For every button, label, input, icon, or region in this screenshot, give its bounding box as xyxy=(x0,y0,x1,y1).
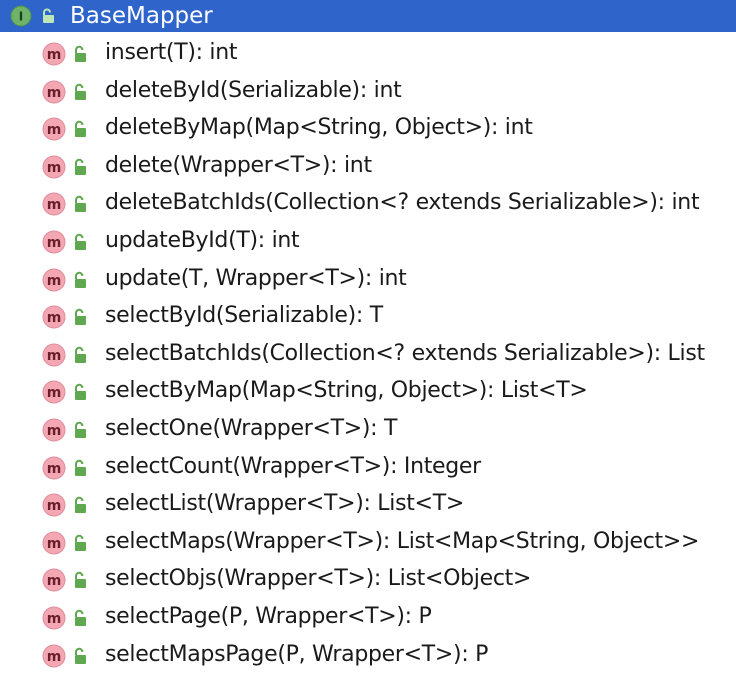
tree-node-label: BaseMapper xyxy=(70,3,213,29)
lock-icon xyxy=(75,309,86,326)
svg-text:m: m xyxy=(47,160,62,176)
svg-text:m: m xyxy=(47,611,62,627)
method-item[interactable]: m selectList(Wrapper<T>): List<T> xyxy=(0,485,736,523)
method-icon: m xyxy=(42,531,66,555)
lock-icon xyxy=(75,534,86,551)
method-icon: m xyxy=(42,42,66,66)
method-item[interactable]: m selectObjs(Wrapper<T>): List<Object> xyxy=(0,560,736,598)
lock-icon xyxy=(75,45,86,62)
method-icon: m xyxy=(42,456,66,480)
lock-icon xyxy=(75,497,86,514)
lock-icon xyxy=(75,158,86,175)
method-item[interactable]: m selectPage(P, Wrapper<T>): P xyxy=(0,598,736,636)
method-label: update(T, Wrapper<T>): int xyxy=(105,265,407,291)
method-label: deleteById(Serializable): int xyxy=(105,77,402,103)
svg-text:m: m xyxy=(47,235,62,251)
method-item[interactable]: m update(T, Wrapper<T>): int xyxy=(0,260,736,298)
svg-text:m: m xyxy=(47,649,62,665)
method-item[interactable]: m insert(T): int xyxy=(0,34,736,72)
method-label: selectPage(P, Wrapper<T>): P xyxy=(105,603,432,629)
method-list: m insert(T): int m deleteById(Serializable)… xyxy=(0,34,736,673)
method-label: updateById(T): int xyxy=(105,227,300,253)
method-item[interactable]: m delete(Wrapper<T>): int xyxy=(0,147,736,185)
method-label: insert(T): int xyxy=(105,40,238,65)
method-label: selectOne(Wrapper<T>): T xyxy=(105,415,398,441)
svg-text:m: m xyxy=(47,573,62,589)
svg-text:m: m xyxy=(47,423,62,439)
lock-icon xyxy=(75,121,86,138)
method-icon: m xyxy=(42,380,66,404)
method-icon: m xyxy=(42,568,66,592)
lock-icon xyxy=(75,609,86,626)
method-icon: m xyxy=(42,230,66,254)
method-label: selectBatchIds(Collection<? extends Seri… xyxy=(105,340,705,366)
lock-icon xyxy=(43,8,54,23)
method-icon: m xyxy=(42,305,66,329)
svg-text:m: m xyxy=(47,498,62,514)
svg-text:I: I xyxy=(19,10,23,24)
method-label: selectList(Wrapper<T>): List<T> xyxy=(105,491,464,517)
method-label: delete(Wrapper<T>): int xyxy=(105,152,372,178)
method-icon: m xyxy=(42,80,66,104)
method-icon: m xyxy=(42,644,66,667)
method-label: deleteByMap(Map<String, Object>): int xyxy=(105,115,533,141)
tree-node-basemapper[interactable]: I BaseMapper xyxy=(0,0,736,32)
lock-icon xyxy=(75,233,86,250)
method-item[interactable]: m selectMapsPage(P, Wrapper<T>): P xyxy=(0,636,736,674)
method-item[interactable]: m selectById(Serializable): T xyxy=(0,297,736,335)
method-item[interactable]: m selectByMap(Map<String, Object>): List<… xyxy=(0,372,736,410)
method-icon: m xyxy=(42,268,66,292)
method-icon: m xyxy=(42,117,66,141)
lock-icon xyxy=(75,384,86,401)
lock-icon xyxy=(75,196,86,213)
lock-icon xyxy=(75,346,86,363)
method-label: deleteBatchIds(Collection<? extends Seri… xyxy=(105,190,700,216)
svg-text:m: m xyxy=(47,310,62,326)
method-label: selectObjs(Wrapper<T>): List<Object> xyxy=(105,566,532,592)
method-label: selectMapsPage(P, Wrapper<T>): P xyxy=(105,641,489,667)
svg-text:m: m xyxy=(47,122,62,138)
method-icon: m xyxy=(42,493,66,517)
svg-text:m: m xyxy=(47,461,62,477)
method-icon: m xyxy=(42,418,66,442)
method-label: selectMaps(Wrapper<T>): List<Map<String,… xyxy=(105,528,700,554)
svg-text:m: m xyxy=(47,348,62,364)
method-icon: m xyxy=(42,192,66,216)
method-item[interactable]: m selectMaps(Wrapper<T>): List<Map<String… xyxy=(0,523,736,561)
svg-text:m: m xyxy=(47,85,62,101)
lock-icon xyxy=(75,271,86,288)
method-item[interactable]: m selectBatchIds(Collection<? extends Ser… xyxy=(0,335,736,373)
lock-icon xyxy=(75,83,86,100)
interface-icon: I xyxy=(10,5,32,27)
svg-text:m: m xyxy=(47,536,62,552)
method-item[interactable]: m updateById(T): int xyxy=(0,222,736,260)
method-label: selectCount(Wrapper<T>): Integer xyxy=(105,453,481,479)
lock-icon xyxy=(75,647,86,664)
method-label: selectByMap(Map<String, Object>): List<T… xyxy=(105,378,588,404)
lock-icon xyxy=(75,459,86,476)
method-icon: m xyxy=(42,606,66,630)
method-icon: m xyxy=(42,343,66,367)
method-item[interactable]: m deleteById(Serializable): int xyxy=(0,72,736,110)
lock-icon xyxy=(75,572,86,589)
method-item[interactable]: m deleteByMap(Map<String, Object>): int xyxy=(0,109,736,147)
svg-text:m: m xyxy=(47,385,62,401)
method-item[interactable]: m selectOne(Wrapper<T>): T xyxy=(0,410,736,448)
method-item[interactable]: m selectCount(Wrapper<T>): Integer xyxy=(0,448,736,486)
svg-text:m: m xyxy=(47,197,62,213)
method-item[interactable]: m deleteBatchIds(Collection<? extends Ser… xyxy=(0,184,736,222)
method-label: selectById(Serializable): T xyxy=(105,303,383,329)
svg-text:m: m xyxy=(47,47,62,63)
lock-icon xyxy=(75,421,86,438)
svg-text:m: m xyxy=(47,273,62,289)
method-icon: m xyxy=(42,155,66,179)
